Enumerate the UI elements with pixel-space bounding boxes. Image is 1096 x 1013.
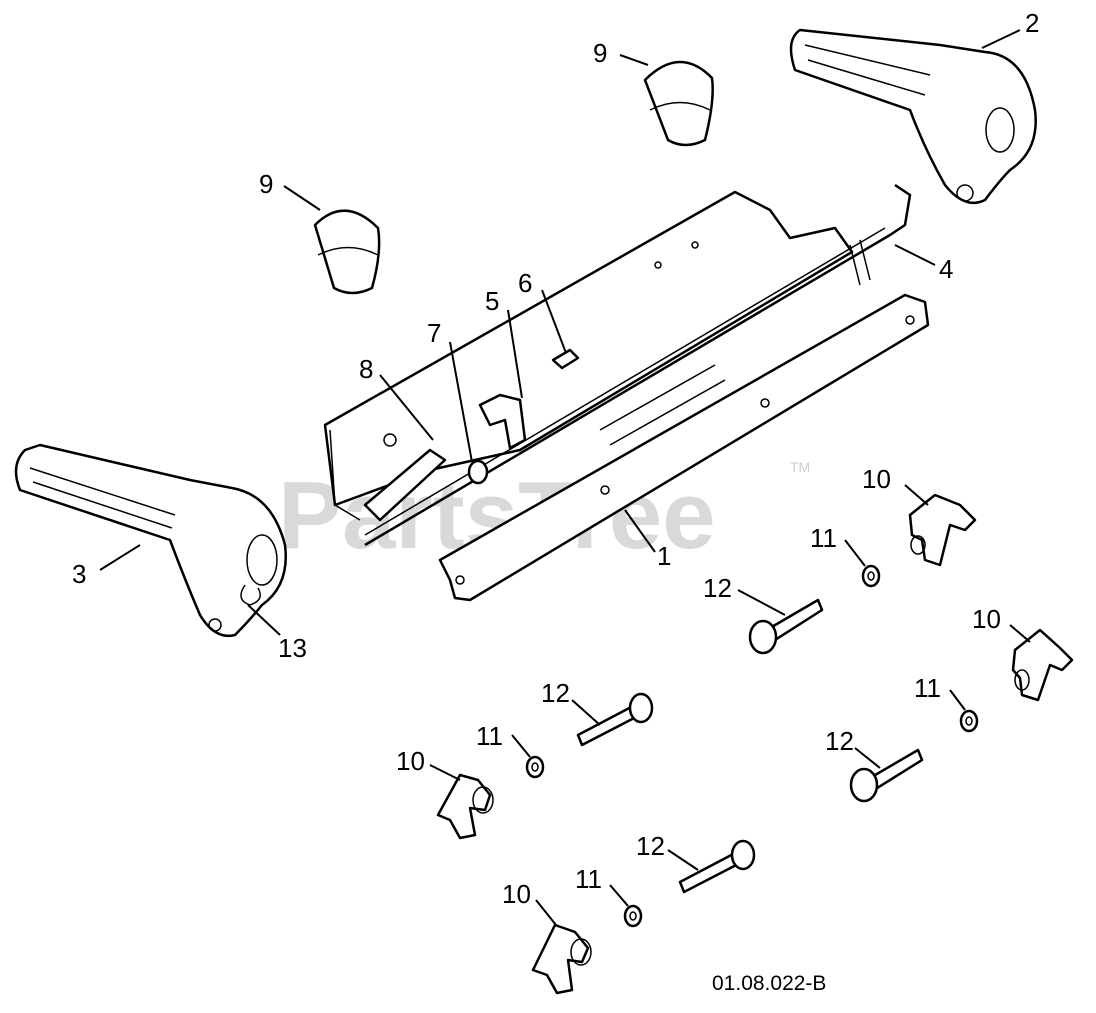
callout-label: 11 <box>914 673 941 703</box>
part-9-knob-lower <box>313 209 381 295</box>
callout-label: 11 <box>575 864 602 894</box>
part-10-knob-a <box>908 493 977 567</box>
callout-label: 13 <box>278 633 307 663</box>
part-11-washer-c <box>525 755 545 779</box>
callout-label: 1 <box>657 541 671 571</box>
callout-label: 2 <box>1025 8 1039 38</box>
part-12-bolt-c <box>849 748 924 803</box>
callout-label: 11 <box>810 523 837 553</box>
callout-label: 4 <box>939 254 953 284</box>
part-11-washer-b <box>959 709 979 733</box>
callout-label: 10 <box>396 746 425 776</box>
callout-label: 12 <box>541 678 570 708</box>
leader-lines <box>99 29 1031 926</box>
callout-label: 9 <box>259 169 273 199</box>
callout-label: 6 <box>518 268 532 298</box>
part-12-bolt-b <box>576 692 654 747</box>
callout-label: 7 <box>427 318 441 348</box>
callout-label: 10 <box>972 604 1001 634</box>
part-10-knob-d <box>531 923 592 995</box>
part-3-lever-left <box>14 443 287 638</box>
part-9-knob-upper <box>643 60 714 147</box>
part-10-knob-b <box>1011 628 1074 702</box>
part-12-bolt-d <box>678 839 756 894</box>
callouts: 2 9 9 4 5 6 7 8 10 11 1 3 12 10 13 11 12… <box>72 8 1039 909</box>
callout-label: 12 <box>636 831 665 861</box>
part-5-bracket <box>478 393 527 450</box>
part-1-seat-frame <box>323 190 930 602</box>
part-2-lever-right <box>789 28 1037 205</box>
part-6-bolt <box>551 348 580 370</box>
callout-label: 12 <box>825 726 854 756</box>
callout-label: 8 <box>359 354 373 384</box>
callout-label: 10 <box>862 464 891 494</box>
part-11-washer-d <box>623 904 643 928</box>
callout-label: 9 <box>593 38 607 68</box>
part-11-washer-a <box>861 564 881 588</box>
callout-label: 3 <box>72 559 86 589</box>
callout-label: 11 <box>476 721 503 751</box>
part-4-adjustment-rod <box>364 183 912 547</box>
drawing-code: 01.08.022-B <box>712 972 826 995</box>
callout-label: 5 <box>485 286 499 316</box>
callout-label: 12 <box>703 573 732 603</box>
part-8-latch <box>363 448 447 522</box>
part-12-bolt-a <box>748 598 824 655</box>
callout-label: 10 <box>502 879 531 909</box>
part-7-washer <box>467 459 489 485</box>
watermark-trademark: TM <box>790 459 810 475</box>
part-10-knob-c <box>436 773 494 840</box>
part-13-clip <box>240 584 261 606</box>
